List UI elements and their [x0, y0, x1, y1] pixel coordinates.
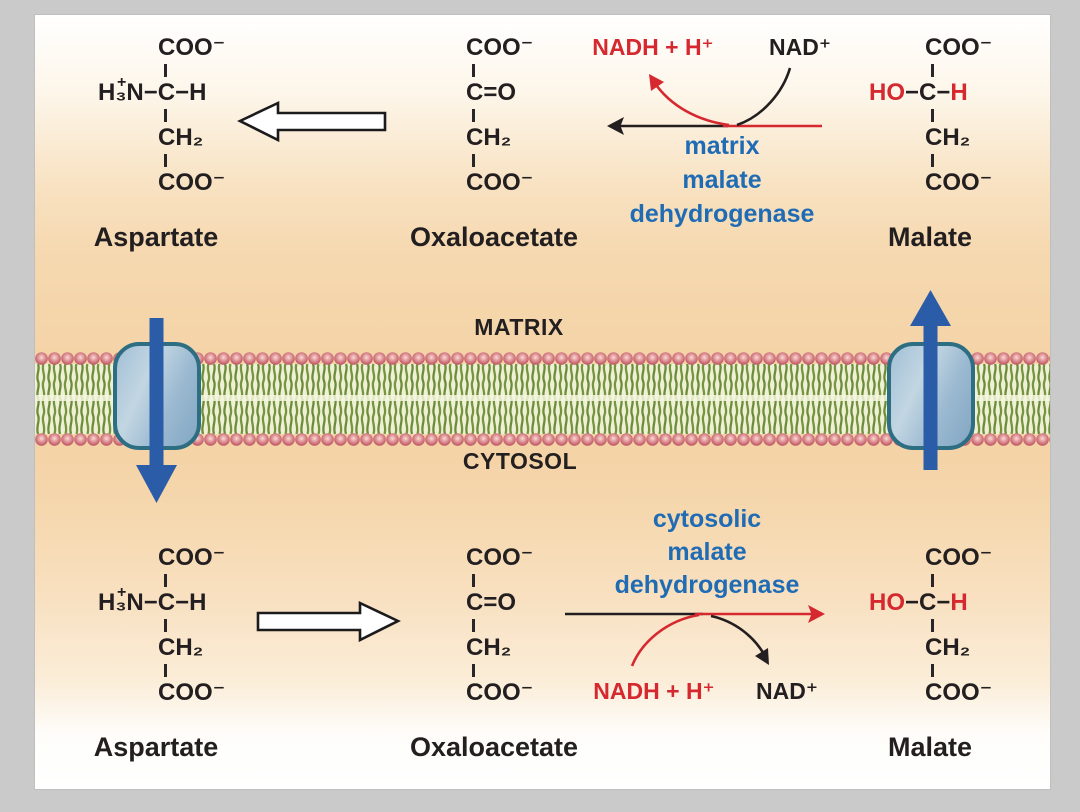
matrix-reaction-arrows	[607, 67, 822, 135]
molecule-label: Oxaloacetate	[409, 732, 579, 762]
nadh-label-cytosol: NADH + H⁺	[593, 678, 715, 704]
ch2-group: CH₂	[925, 634, 971, 661]
coo-group: COO⁻	[466, 544, 534, 571]
molecule-label: Aspartate	[93, 732, 219, 762]
enzyme-line: dehydrogenase	[614, 571, 800, 599]
bond	[164, 154, 167, 167]
nadh-label-matrix: NADH + H⁺	[592, 34, 714, 60]
carbon-text: −C−	[905, 79, 951, 106]
ch2-group: CH₂	[466, 124, 512, 151]
bond	[931, 154, 934, 167]
bond	[931, 619, 934, 632]
molecule-oxaloacetate-matrix: COO⁻ C=O CH₂ COO⁻ Oxaloacetate	[410, 34, 578, 253]
aspartate-transporter	[113, 342, 201, 450]
lipid-bilayer-membrane	[35, 352, 1050, 446]
bond	[931, 664, 934, 677]
diagram-panel: MATRIX CYTOSOL COO⁻ + H₃N−C−H CH₂ COO⁻ A…	[35, 15, 1050, 789]
membrane-head-rows	[35, 352, 1050, 446]
hydrogen-atom: H	[950, 79, 968, 106]
coo-group: COO⁻	[466, 34, 534, 61]
nad-label-matrix: NAD⁺	[769, 34, 831, 60]
enzyme-line: malate	[682, 166, 762, 194]
block-arrow-right-icon	[256, 600, 401, 643]
enzyme-line: matrix	[684, 132, 760, 160]
hydroxyl-group: HO	[869, 79, 905, 106]
matrix-malate-dehydrogenase-label: matrix malate dehydrogenase	[630, 129, 815, 231]
molecule-label: Malate	[887, 222, 973, 252]
coo-group: COO⁻	[925, 544, 993, 571]
amine-text: H₃N−C−H	[98, 79, 207, 106]
coo-group: COO⁻	[158, 169, 226, 196]
ch2-group: CH₂	[158, 634, 204, 661]
bond	[472, 619, 475, 632]
bond	[931, 64, 934, 77]
molecule-oxaloacetate-cytosol: COO⁻ C=O CH₂ COO⁻ Oxaloacetate	[410, 544, 578, 763]
molecule-aspartate-matrix: COO⁻ + H₃N−C−H CH₂ COO⁻ Aspartate	[94, 34, 226, 253]
bond	[164, 109, 167, 122]
bond	[164, 574, 167, 587]
carbinol-line: HO−C−H	[869, 80, 992, 106]
molecule-aspartate-cytosol: COO⁻ + H₃N−C−H CH₂ COO⁻ Aspartate	[94, 544, 226, 763]
coo-group: COO⁻	[466, 169, 534, 196]
molecule-label: Aspartate	[93, 222, 219, 252]
bond	[164, 64, 167, 77]
block-arrow-left-icon	[237, 100, 387, 143]
molecule-malate-matrix: COO⁻ HO−C−H CH₂ COO⁻ Malate	[869, 34, 993, 253]
ch2-group: CH₂	[925, 124, 971, 151]
matrix-label: MATRIX	[474, 314, 564, 340]
enzyme-line: dehydrogenase	[629, 200, 815, 228]
cytosol-reaction-arrows	[565, 605, 825, 667]
coo-group: COO⁻	[925, 34, 993, 61]
bond	[164, 619, 167, 632]
bond	[472, 664, 475, 677]
bond	[931, 109, 934, 122]
hydrogen-atom: H	[950, 589, 968, 616]
ch2-group: CH₂	[158, 124, 204, 151]
amine-line: + H₃N−C−H	[98, 584, 225, 616]
coo-group: COO⁻	[466, 679, 534, 706]
molecule-label: Malate	[887, 732, 973, 762]
cytosolic-malate-dehydrogenase-label: cytosolic malate dehydrogenase	[615, 503, 800, 602]
carbinol-line: HO−C−H	[869, 590, 992, 616]
keto-group: C=O	[466, 589, 517, 616]
molecule-malate-cytosol: COO⁻ HO−C−H CH₂ COO⁻ Malate	[869, 544, 993, 763]
bond	[164, 664, 167, 677]
ch2-group: CH₂	[466, 634, 512, 661]
amine-line: + H₃N−C−H	[98, 74, 225, 106]
nad-label-cytosol: NAD⁺	[756, 678, 818, 704]
cytosol-label: CYTOSOL	[462, 448, 578, 474]
coo-group: COO⁻	[158, 544, 226, 571]
coo-group: COO⁻	[925, 679, 993, 706]
bond	[472, 154, 475, 167]
molecule-label: Oxaloacetate	[409, 222, 579, 252]
keto-group: C=O	[466, 79, 517, 106]
bond	[931, 574, 934, 587]
plus-charge: +	[117, 584, 127, 601]
bond	[472, 109, 475, 122]
enzyme-line: malate	[667, 538, 747, 566]
bond	[472, 64, 475, 77]
malate-transporter	[887, 342, 975, 450]
hydroxyl-group: HO	[869, 589, 905, 616]
coo-group: COO⁻	[158, 679, 226, 706]
carbon-text: −C−	[905, 589, 951, 616]
plus-charge: +	[117, 74, 127, 91]
enzyme-line: cytosolic	[652, 505, 762, 533]
amine-text: H₃N−C−H	[98, 589, 207, 616]
bond	[472, 574, 475, 587]
coo-group: COO⁻	[925, 169, 993, 196]
coo-group: COO⁻	[158, 34, 226, 61]
